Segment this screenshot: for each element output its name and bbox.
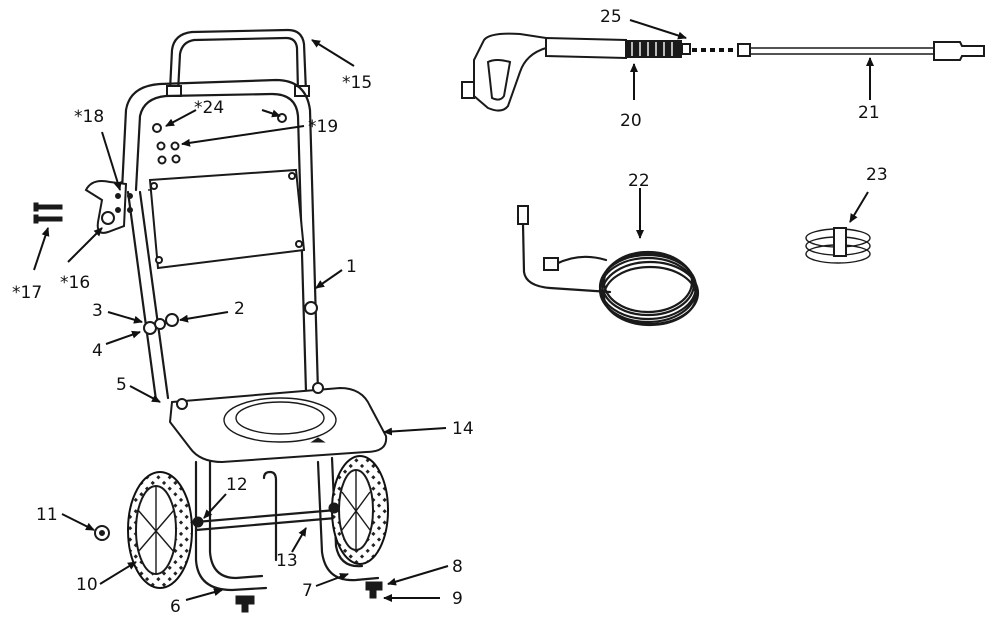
callout-4: 4 — [92, 341, 103, 361]
spray-gun — [461, 32, 691, 112]
lower-frame — [194, 456, 383, 613]
callout-7: 7 — [302, 581, 313, 601]
callout-25: 25 — [600, 7, 622, 27]
screws — [33, 202, 63, 224]
callout-12: 12 — [226, 475, 248, 495]
callout-1: 1 — [346, 257, 357, 277]
callout-17: *17 — [12, 283, 42, 303]
frame-panel — [148, 168, 306, 270]
callout-5: 5 — [116, 375, 127, 395]
callout-24: *24 — [194, 98, 224, 118]
base-deck — [168, 382, 388, 464]
callout-23: 23 — [866, 165, 888, 185]
callout-16: *16 — [60, 273, 90, 293]
callout-13: 13 — [276, 551, 298, 571]
callout-11: 11 — [36, 505, 58, 525]
callout-6: 6 — [170, 597, 181, 617]
high-pressure-hose — [517, 205, 700, 327]
callout-10: 10 — [76, 575, 98, 595]
hub-cap — [94, 525, 110, 541]
callout-3: 3 — [92, 301, 103, 321]
handle-part — [166, 28, 310, 97]
callout-22: 22 — [628, 171, 650, 191]
callout-18: *18 — [74, 107, 104, 127]
knob-hardware — [143, 301, 318, 335]
callout-19: *19 — [308, 117, 338, 137]
callout-15: *15 — [342, 73, 372, 93]
callout-2: 2 — [234, 299, 245, 319]
left-wheel — [127, 471, 204, 589]
leader-arrows — [33, 19, 874, 602]
hose-bracket — [84, 180, 133, 234]
callout-20: 20 — [620, 111, 642, 131]
callout-21: 21 — [858, 103, 880, 123]
callout-14: 14 — [452, 419, 474, 439]
right-wheel — [328, 455, 389, 565]
spray-wand — [737, 41, 985, 61]
cart-frame — [120, 78, 320, 402]
nozzle-set — [805, 227, 871, 264]
callout-9: 9 — [452, 589, 463, 609]
callout-8: 8 — [452, 557, 463, 577]
